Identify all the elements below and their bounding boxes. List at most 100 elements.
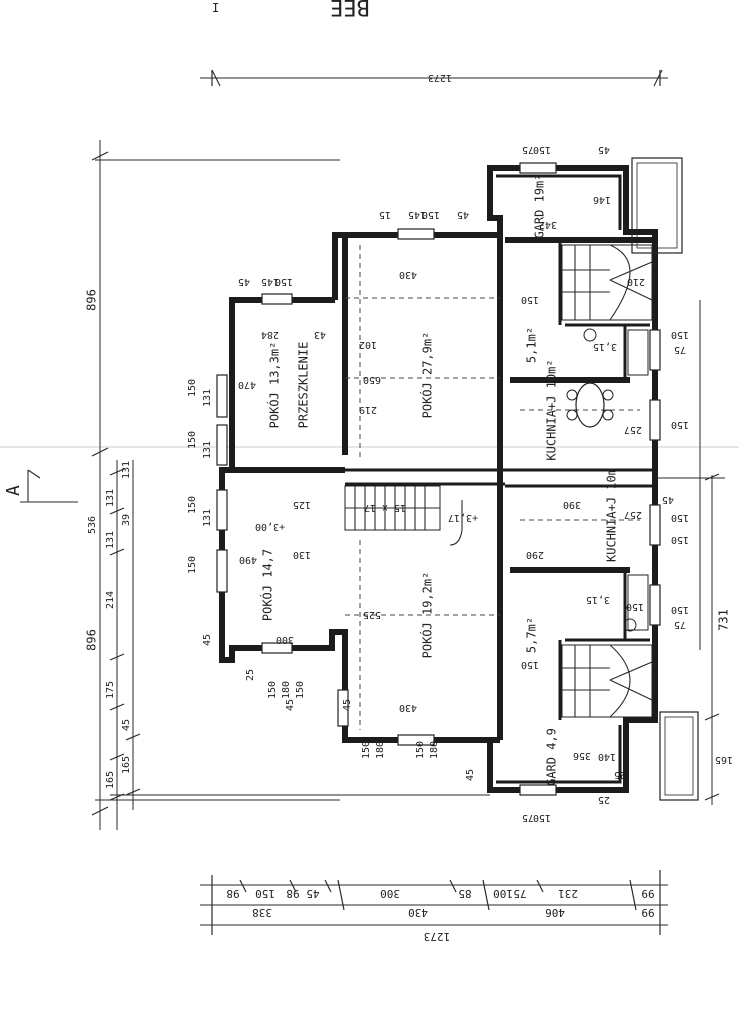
room-label-przeszklenie: PRZESZKLENIE <box>297 342 311 429</box>
bottom-dimension-label: 430 <box>408 906 428 919</box>
right-dimension-label: 150 <box>671 329 689 340</box>
left-windows <box>216 162 661 796</box>
room-dimension: 146 <box>593 194 611 205</box>
room-dimension: 490 <box>239 554 257 565</box>
bottom-dimension-label: 85 <box>458 887 471 900</box>
stairs-middle <box>344 485 463 546</box>
top-dimension-label: 45 <box>598 144 610 155</box>
top-mark: I <box>212 1 219 15</box>
bottom-dimension-label: 99 <box>641 887 654 900</box>
room-dimension: 300 <box>276 634 294 645</box>
top-dimension-label: 75 <box>522 144 534 155</box>
top-dimension-label: 150 <box>275 276 293 287</box>
room-dimension: 257 <box>624 424 642 435</box>
room-label-pokoj-27: POKÓJ 27,9m² <box>420 332 435 419</box>
left-dimension-label: 165 <box>105 771 116 789</box>
window-dimension-label: 131 <box>202 509 213 527</box>
bottom-dimension-lines <box>200 870 668 935</box>
top-dimension-label: 145 <box>408 209 426 220</box>
room-dimension: 150 <box>521 294 539 305</box>
room-dimension: 650 <box>363 374 381 385</box>
bottom-dimension-label: 98 <box>226 887 239 900</box>
left-dimension-lines <box>91 140 490 830</box>
left-dimension-label: 175 <box>105 681 116 699</box>
room-dimension: +3,17 <box>448 512 478 523</box>
stairs-bottom <box>561 644 653 718</box>
left-dimension-label: 39 <box>121 514 132 526</box>
bottom-dimension-label: 338 <box>252 906 272 919</box>
room-dimension: +3,00 <box>255 521 285 532</box>
left-dimension-label: 214 <box>105 591 116 609</box>
window-dimension-label: 150 <box>267 681 278 699</box>
inner-dimension-label: 150 <box>415 741 426 759</box>
section-marker: A <box>3 469 78 503</box>
bottom-dimension-label: 231 <box>558 887 578 900</box>
top-dimension-label: 45 <box>457 209 469 220</box>
room-dimension: 430 <box>399 269 417 280</box>
bottom-dimension-label: 150 <box>255 887 275 900</box>
bottom-dimension-label: 100 <box>493 887 513 900</box>
window-dimension-label: 150 <box>187 431 198 449</box>
room-label-kuchnia-top: KUCHNIA+J 10m² <box>545 359 559 460</box>
window-dimension-label: 150 <box>187 556 198 574</box>
window-dimension-label: 150 <box>187 379 198 397</box>
room-dimension: 430 <box>399 702 417 713</box>
bottom-dimension-label: 75 <box>513 887 526 900</box>
inner-dimension-label: 180 <box>429 741 440 759</box>
top-scribble: BEE <box>330 0 370 19</box>
balconies <box>631 157 699 801</box>
dashed-centerlines <box>345 245 640 730</box>
right-dimension-label: 150 <box>533 812 551 823</box>
top-dimension-label: 145 <box>261 276 279 287</box>
room-dimension: 150 <box>626 601 644 612</box>
right-dimension-label: 75 <box>522 812 534 823</box>
left-dimension-label: 131 <box>105 489 116 507</box>
top-dimension-label: 150 <box>422 209 440 220</box>
kitchen-table <box>566 382 614 428</box>
room-dimension: 43 <box>314 329 326 340</box>
top-dimension-label: 150 <box>533 144 551 155</box>
inner-dimension-label: 180 <box>375 741 386 759</box>
left-overall-dimension: 896 <box>85 289 99 311</box>
bathroom-fixtures <box>583 328 649 632</box>
stairs-top <box>561 244 653 321</box>
room-label-kuchnia-bot: KUCHNIA+J 10m <box>605 468 619 562</box>
window-dimension-label: 25 <box>245 669 256 681</box>
room-dimension: 102 <box>359 339 377 350</box>
inner-dimension-label: 150 <box>361 741 372 759</box>
bottom-dimension-label: 98 <box>286 887 299 900</box>
room-dimension: 525 <box>363 609 381 620</box>
window-dimension-label: 150 <box>187 496 198 514</box>
top-dimension-label: 1273 <box>428 72 452 83</box>
right-dimension-label: 75 <box>674 619 686 630</box>
room-dimension: 284 <box>261 329 279 340</box>
room-dimension: 470 <box>238 379 256 390</box>
window-dimension-label: 45 <box>202 634 213 646</box>
right-dimension-lines <box>655 300 725 805</box>
room-label-lazienka-top: 5,1m² <box>525 327 539 363</box>
room-dimension: 290 <box>526 549 544 560</box>
window-dimension-label: 150 <box>295 681 306 699</box>
right-overall-dimension: 731 <box>717 609 731 631</box>
left-dimension-label: 131 <box>105 531 116 549</box>
room-label-garaz-top: GARD 19m² <box>533 173 547 238</box>
room-dimension: 3,15 <box>593 341 617 352</box>
room-dimension: 210 <box>627 276 645 287</box>
room-dimension: 3,15 <box>586 594 610 605</box>
room-dimension: 390 <box>563 499 581 510</box>
right-dimension-label: 75 <box>674 344 686 355</box>
left-dimension-label: 131 <box>121 461 132 479</box>
left-dimension-label: 45 <box>121 719 132 731</box>
room-label-lazienka-bot: 5,7m² <box>525 617 539 653</box>
room-dimension: 130 <box>293 549 311 560</box>
room-label-pokoj-19: POKÓJ 19,2m² <box>420 572 435 659</box>
left-dimension-label: 165 <box>121 756 132 774</box>
left-dimension-label: 536 <box>87 516 98 534</box>
bottom-dimension-label: 300 <box>380 887 400 900</box>
